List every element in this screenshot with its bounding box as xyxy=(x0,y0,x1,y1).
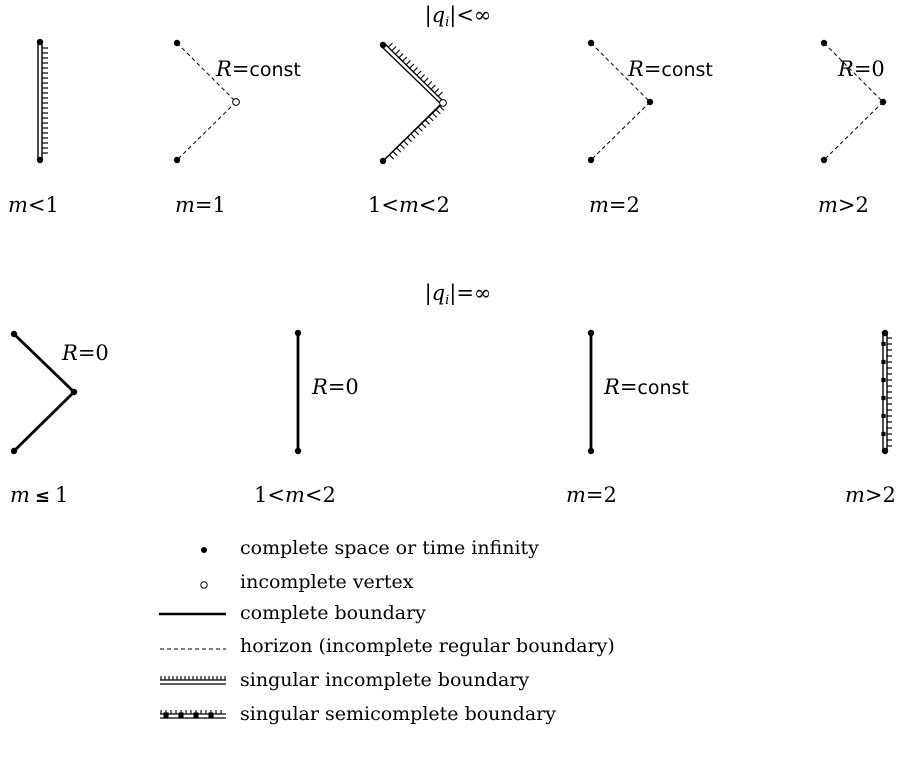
caption-m-gt-2: m>2 xyxy=(845,483,896,507)
legend-item-singular-incomplete: singular incomplete boundary xyxy=(160,669,529,691)
complete-infinity-dot xyxy=(820,39,828,47)
complete-infinity-dot xyxy=(587,39,595,47)
top-panel-m-gt-2: R=0 m>2 xyxy=(818,39,887,217)
legend-item-incomplete-vertex: incomplete vertex xyxy=(200,571,414,593)
legend-item-complete-boundary: complete boundary xyxy=(159,602,426,624)
bottom-panel-m-gt-2: m>2 xyxy=(845,329,896,507)
label-r-const: R=const xyxy=(603,375,689,399)
legend-label: complete boundary xyxy=(240,602,426,624)
caption-m-eq-2: m=2 xyxy=(589,193,640,217)
complete-infinity-dot xyxy=(379,157,387,165)
legend-label: incomplete vertex xyxy=(240,571,414,593)
complete-infinity-dot xyxy=(294,329,302,337)
bottom-heading: |qi|=∞ xyxy=(425,281,492,308)
open-dot-icon xyxy=(200,581,208,589)
horizon-line xyxy=(823,101,884,161)
incomplete-vertex xyxy=(232,98,240,106)
top-panel-m-eq-2: R=const m=2 xyxy=(587,39,713,217)
bottom-panel-m-le-1: R=0 m≤1 xyxy=(10,330,109,507)
complete-infinity-dot xyxy=(10,447,18,455)
top-heading: |qi|<∞ xyxy=(425,3,492,30)
complete-infinity-dot xyxy=(173,156,181,164)
label-r-zero: R=0 xyxy=(837,57,885,81)
caption-m-eq-1: m=1 xyxy=(175,193,226,217)
caption-1-lt-m-lt-2: 1<m<2 xyxy=(368,193,450,217)
label-r-zero: R=0 xyxy=(61,341,109,365)
legend-item-complete-infinity: complete space or time infinity xyxy=(201,537,539,559)
bottom-panel-m-eq-2: R=const m=2 xyxy=(566,329,689,507)
complete-infinity-dot xyxy=(587,447,595,455)
complete-infinity-dot xyxy=(173,39,181,47)
top-panel-m-eq-1: R=const m=1 xyxy=(173,39,301,217)
caption-m-gt-2: m>2 xyxy=(818,193,869,217)
legend-label: horizon (incomplete regular boundary) xyxy=(240,635,615,657)
caption-m-le-1: m≤1 xyxy=(10,483,68,507)
singular-incomplete-boundary xyxy=(37,43,48,160)
complete-infinity-dot xyxy=(587,329,595,337)
hatched-line-icon xyxy=(160,676,226,685)
top-panel-m-lt-1: m<1 xyxy=(8,38,59,217)
complete-infinity-dot xyxy=(70,388,78,396)
complete-infinity-dot xyxy=(36,38,44,46)
singular-incomplete-boundary xyxy=(380,42,445,164)
complete-infinity-dot xyxy=(646,98,654,106)
complete-infinity-dot xyxy=(820,156,828,164)
complete-infinity-dot xyxy=(294,447,302,455)
filled-dot-icon xyxy=(201,547,207,553)
bottom-panel-1-lt-m-lt-2: R=0 1<m<2 xyxy=(254,329,359,507)
complete-infinity-dot xyxy=(10,330,18,338)
caption-1-lt-m-lt-2: 1<m<2 xyxy=(254,483,336,507)
complete-infinity-dot xyxy=(881,329,889,337)
complete-infinity-dot xyxy=(881,447,889,455)
legend-label: singular incomplete boundary xyxy=(240,669,529,691)
complete-infinity-dot xyxy=(879,98,887,106)
top-panel-1-lt-m-lt-2: 1<m<2 xyxy=(368,41,450,217)
complete-infinity-dot xyxy=(36,156,44,164)
legend: complete space or time infinity incomple… xyxy=(159,537,615,725)
label-r-const: R=const xyxy=(215,57,301,81)
legend-item-singular-semicomplete: singular semicomplete boundary xyxy=(160,703,556,725)
horizon-line xyxy=(176,101,237,161)
label-r-const: R=const xyxy=(627,57,713,81)
complete-infinity-dot xyxy=(587,156,595,164)
legend-item-horizon: horizon (incomplete regular boundary) xyxy=(160,635,615,657)
legend-label: complete space or time infinity xyxy=(240,537,539,559)
complete-infinity-dot xyxy=(379,41,387,49)
caption-m-lt-1: m<1 xyxy=(8,193,59,217)
caption-m-eq-2: m=2 xyxy=(566,483,617,507)
singular-semicomplete-boundary xyxy=(881,333,892,451)
incomplete-vertex xyxy=(439,99,447,107)
legend-label: singular semicomplete boundary xyxy=(240,703,556,725)
horizon-line xyxy=(590,101,651,161)
block-hatched-line-icon xyxy=(160,710,226,719)
label-r-zero: R=0 xyxy=(311,375,359,399)
